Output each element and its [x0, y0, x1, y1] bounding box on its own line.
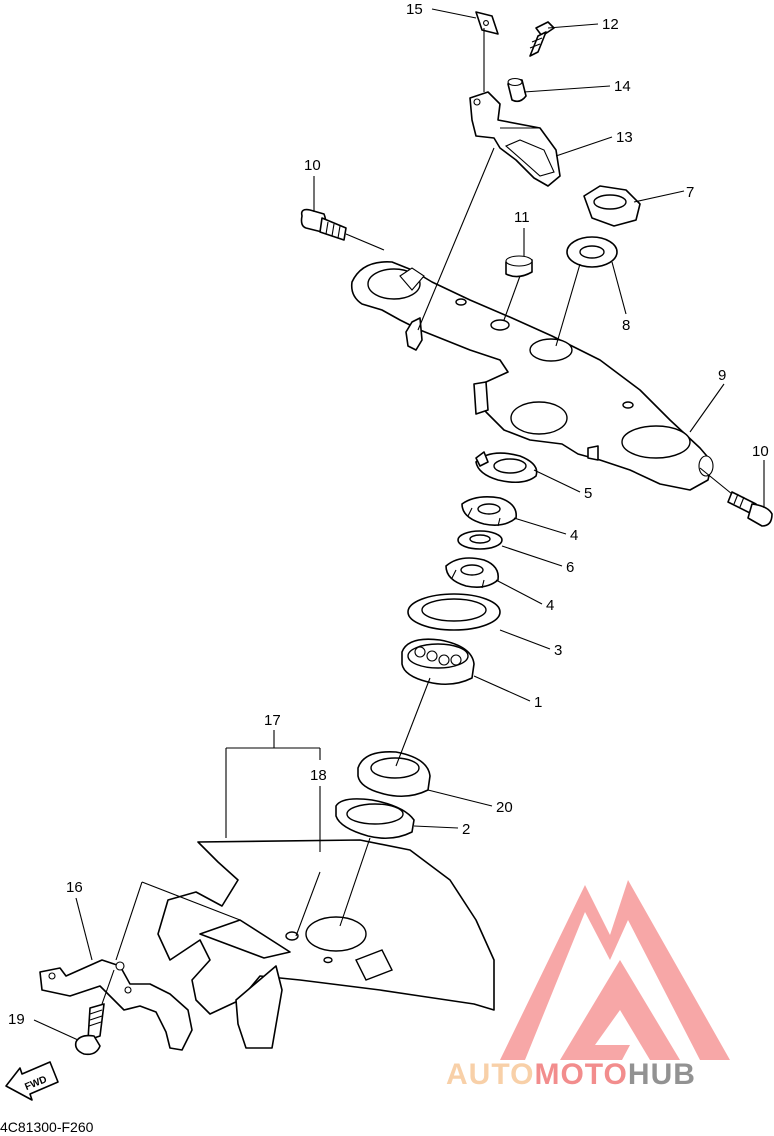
callout-19: 19	[8, 1011, 25, 1028]
part-12-screw	[529, 21, 555, 57]
wordmark-moto: MOTO	[534, 1058, 627, 1091]
callout-4-upper: 4	[570, 527, 578, 544]
part-17-lower-bracket	[157, 839, 495, 1049]
callout-10-lower: 10	[752, 443, 769, 460]
callout-12: 12	[602, 16, 619, 33]
svg-text:AUTOMOTOHUB: AUTOMOTOHUB	[446, 1058, 696, 1091]
part-14-collar	[507, 77, 527, 103]
callout-14: 14	[614, 78, 631, 95]
part-20-bearing-race	[357, 751, 431, 798]
part-16-bracket	[39, 959, 193, 1051]
wordmark-hub: HUB	[628, 1058, 696, 1091]
callout-3: 3	[554, 642, 562, 659]
callout-13: 13	[616, 129, 633, 146]
callout-2: 2	[462, 821, 470, 838]
automotohub-wordmark: AUTOMOTOHUB	[446, 1058, 696, 1091]
part-9-upper-bracket	[350, 261, 714, 491]
callout-7: 7	[686, 184, 694, 201]
callout-labels: 15 12 14 13 10 7 11 8 9 10 5 4 6 4 3 1 1…	[8, 1, 769, 1028]
part-4-ring-nut-lower	[445, 557, 500, 589]
logo-triangle-mark	[500, 880, 730, 1060]
callout-5: 5	[584, 485, 592, 502]
callout-lines	[33, 8, 765, 1041]
part-1-bearing	[401, 638, 475, 686]
callout-16: 16	[66, 879, 83, 896]
callout-8: 8	[622, 317, 630, 334]
automotohub-logo	[500, 880, 730, 1060]
part-8-washer	[566, 236, 618, 268]
part-4-ring-nut-upper	[461, 496, 517, 527]
part-2-seal	[335, 798, 415, 840]
callout-11: 11	[514, 209, 530, 226]
part-19-bolt	[74, 1003, 105, 1056]
callout-15: 15	[406, 1, 423, 18]
callout-20: 20	[496, 799, 513, 816]
callout-4-lower: 4	[546, 597, 554, 614]
callout-6: 6	[566, 559, 574, 576]
part-10-bolt-upper	[300, 208, 347, 241]
diagram-code: 4C81300-F260	[0, 1119, 94, 1135]
callout-1: 1	[534, 694, 542, 711]
callout-9: 9	[718, 367, 726, 384]
wordmark-auto: AUTO	[446, 1058, 534, 1091]
part-6-washer	[457, 530, 503, 550]
part-3-dust-seal	[407, 593, 501, 631]
part-13-bracket	[469, 91, 561, 187]
assembly-leaders	[101, 28, 733, 1005]
part-10-bolt-lower	[727, 491, 773, 527]
fwd-arrow: FWD	[5, 1061, 59, 1101]
callout-10-upper: 10	[304, 157, 321, 174]
callout-18: 18	[310, 767, 327, 784]
callout-17: 17	[264, 712, 281, 729]
part-15-clip	[475, 11, 499, 35]
part-5-lock-washer	[475, 451, 538, 484]
part-7-nut	[583, 185, 641, 227]
part-11-cap	[505, 255, 533, 278]
